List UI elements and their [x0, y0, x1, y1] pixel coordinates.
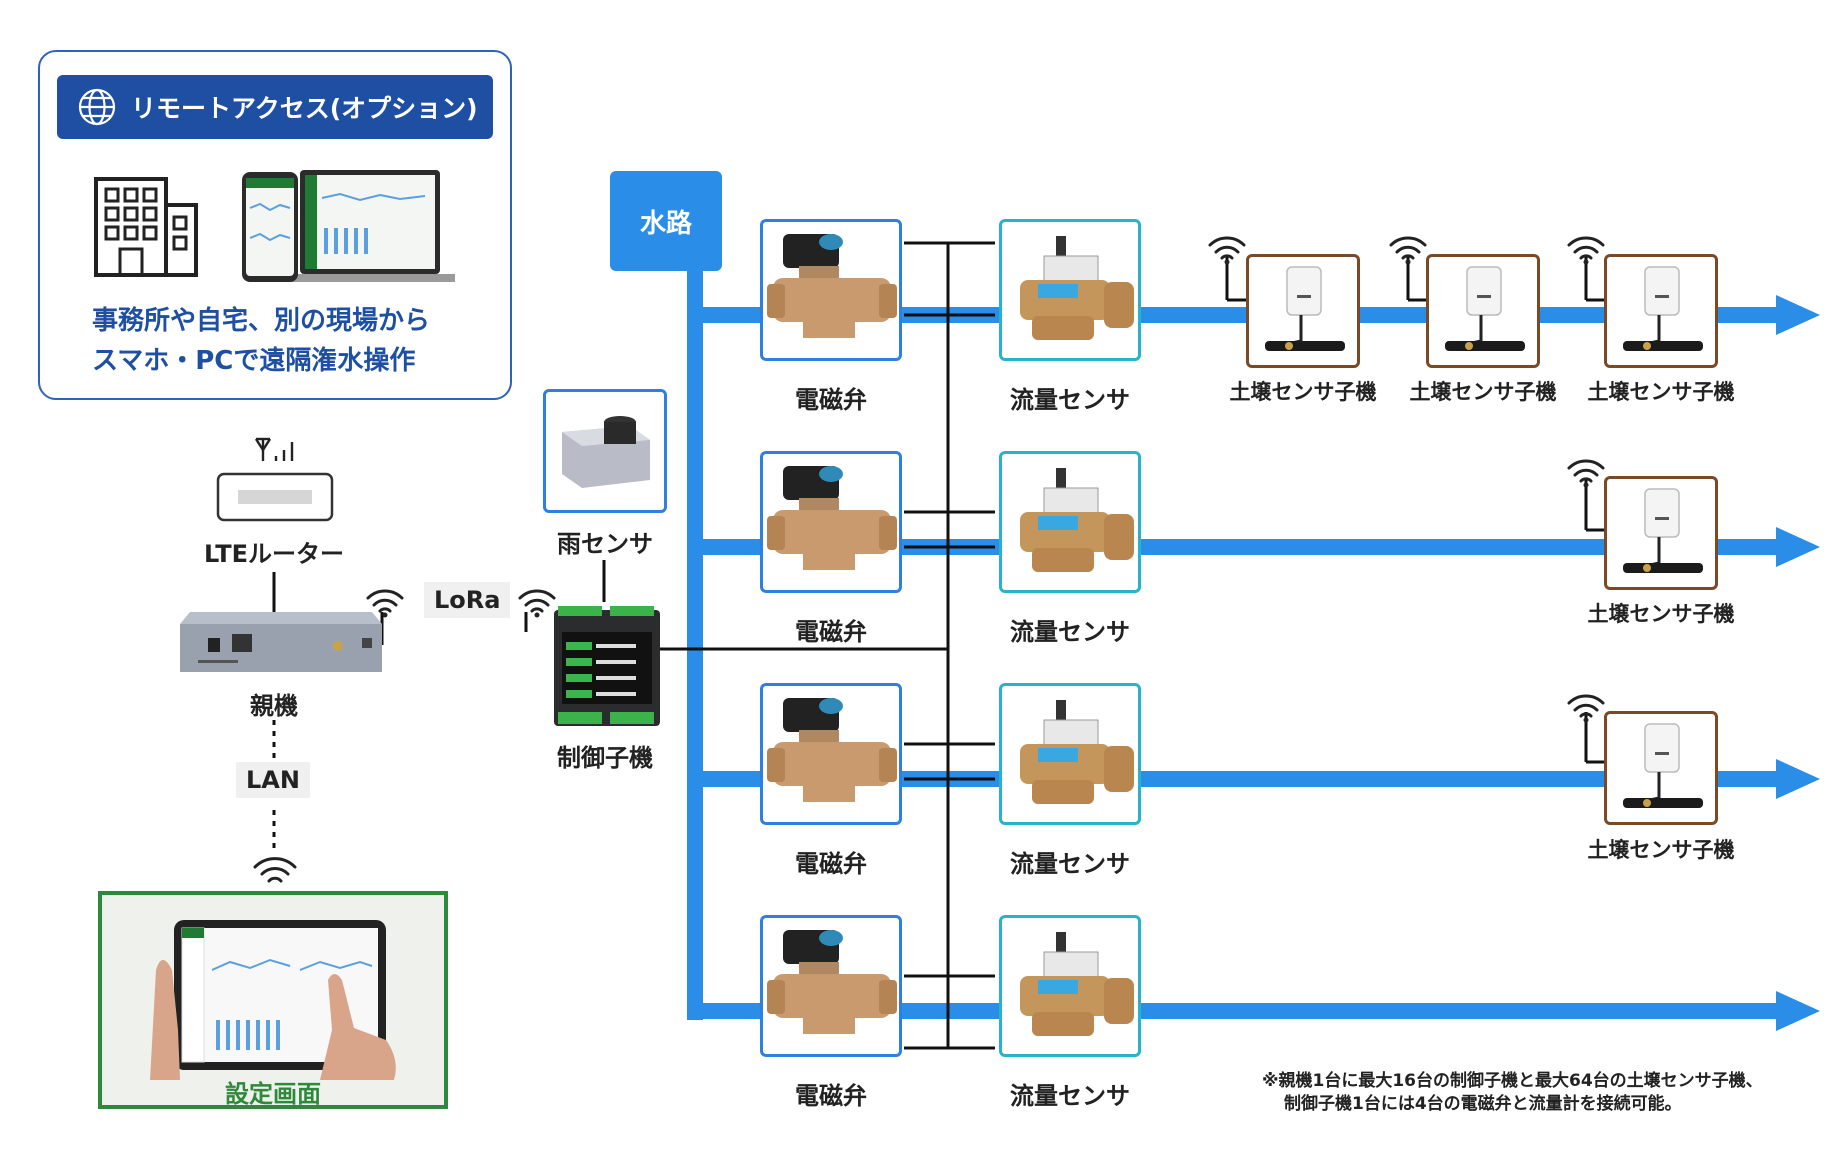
- signal-strength-icon: [254, 437, 294, 461]
- rain-sensor-image: [562, 416, 650, 488]
- office-building-icon: [94, 177, 198, 277]
- footnote: ※親機1台に最大16台の制御子機と最大64台の土壌センサ子機、 制御子機1台には…: [1262, 1070, 1763, 1116]
- rain-sensor-label: 雨センサ: [557, 530, 653, 558]
- flow-sensor-image: [1019, 699, 1135, 805]
- flow-sensor-box: [999, 683, 1141, 825]
- flow-sensor-box: [999, 451, 1141, 593]
- valve-image: [767, 930, 897, 1034]
- soil-sensor-box: [1246, 254, 1360, 368]
- remote-description-line2: スマホ・PCで遠隔潅水操作: [92, 346, 416, 376]
- controller-wireless-icon: [518, 589, 556, 618]
- valve-box: [760, 451, 902, 593]
- flow-sensor-label: 流量センサ: [1010, 850, 1130, 878]
- soil-sensor-image: [1621, 722, 1705, 810]
- soil-sensor-label: 土壌センサ子機: [1587, 838, 1735, 862]
- parent-device-label: 親機: [250, 692, 298, 720]
- lte-router-label: LTEルーター: [203, 540, 345, 568]
- flow-sensor-image: [1019, 467, 1135, 573]
- tablet-hands-image: [150, 920, 396, 1080]
- soil-wireless-icon: [1208, 236, 1246, 266]
- valve-label: 電磁弁: [795, 386, 867, 414]
- soil-sensor-image: [1621, 265, 1705, 353]
- valve-box: [760, 683, 902, 825]
- soil-wireless-icon: [1567, 459, 1605, 489]
- parent-wireless-icon: [366, 589, 404, 618]
- globe-icon: [78, 88, 116, 126]
- flow-sensor-label: 流量センサ: [1010, 618, 1130, 646]
- lan-label: LAN: [236, 762, 310, 798]
- controller-device-image: [554, 606, 660, 726]
- soil-sensor-image: [1263, 265, 1347, 353]
- flow-sensor-image: [1019, 931, 1135, 1037]
- soil-sensor-image: [1621, 487, 1705, 575]
- soil-sensor-label: 土壌センサ子機: [1587, 380, 1735, 404]
- soil-wireless-icon: [1567, 236, 1605, 266]
- flow-sensor-box: [999, 915, 1141, 1057]
- valve-label: 電磁弁: [795, 1082, 867, 1110]
- rain-sensor-box: [543, 389, 667, 513]
- footnote-line2: 制御子機1台には4台の電磁弁と流量計を接続可能。: [1284, 1094, 1682, 1114]
- lora-label: LoRa: [424, 582, 511, 618]
- soil-sensor-box: [1604, 476, 1718, 590]
- valve-label: 電磁弁: [795, 850, 867, 878]
- flow-sensor-box: [999, 219, 1141, 361]
- soil-sensor-box: [1604, 254, 1718, 368]
- valve-box: [760, 219, 902, 361]
- soil-sensor-label: 土壌センサ子機: [1229, 380, 1377, 404]
- lan-wireless-icon: [253, 857, 297, 883]
- soil-sensor-label: 土壌センサ子機: [1409, 380, 1557, 404]
- valve-image: [767, 698, 897, 802]
- soil-wireless-icon: [1567, 694, 1605, 724]
- parent-device-image: [180, 612, 382, 672]
- valve-box: [760, 915, 902, 1057]
- remote-access-header: リモートアクセス(オプション): [57, 75, 493, 139]
- water-channel-box: 水路: [610, 171, 722, 271]
- lte-router-image: [216, 472, 334, 522]
- soil-sensor-box: [1426, 254, 1540, 368]
- water-channel-label: 水路: [639, 208, 692, 239]
- laptop-smartphone-image: [242, 170, 455, 282]
- flow-sensor-label: 流量センサ: [1010, 386, 1130, 414]
- flow-sensor-image: [1019, 235, 1135, 341]
- soil-sensor-label: 土壌センサ子機: [1587, 602, 1735, 626]
- remote-description-line1: 事務所や自宅、別の現場から: [92, 306, 431, 336]
- controller-label: 制御子機: [557, 744, 653, 772]
- footnote-line1: ※親機1台に最大16台の制御子機と最大64台の土壌センサ子機、: [1262, 1071, 1763, 1091]
- valve-image: [767, 466, 897, 570]
- remote-access-title: リモートアクセス(オプション): [131, 94, 478, 123]
- valve-label: 電磁弁: [795, 618, 867, 646]
- soil-wireless-icon: [1389, 236, 1427, 266]
- soil-sensor-image: [1443, 265, 1527, 353]
- soil-sensor-box: [1604, 711, 1718, 825]
- flow-sensor-label: 流量センサ: [1010, 1082, 1130, 1110]
- valve-image: [767, 234, 897, 338]
- settings-screen-label: 設定画面: [225, 1080, 321, 1108]
